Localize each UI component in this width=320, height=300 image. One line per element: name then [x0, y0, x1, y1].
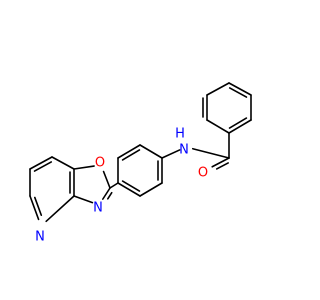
bond-oxazole-c2-o: [102, 170, 111, 189]
bond-phenyl-3-inner: [121, 180, 141, 192]
bond-carbonyl-o-double: [215, 162, 229, 170]
bond-phenyl-6: [139, 144, 163, 159]
bond-carbonyl-o: [211, 157, 230, 168]
bond-oxazole-c3a-n: [73, 195, 94, 204]
atom-label-layer: N H O O N N: [35, 127, 208, 245]
bond-phenyl-3: [117, 182, 141, 197]
bond-oxazole-n-c2-double: [106, 191, 113, 200]
bond-pyridine-2: [29, 156, 53, 170]
bond-pyridine-4-inner: [33, 196, 43, 217]
oxazole-oxygen-label: O: [95, 156, 105, 171]
carbonyl-oxygen-label: O: [198, 166, 208, 181]
bond-carbonyl-n: [191, 147, 230, 159]
bond-oxazole-n-c2: [102, 187, 111, 200]
bond-benzoyl-3: [228, 119, 252, 134]
oxazole-nitrogen-label: N: [93, 201, 103, 216]
bond-benzoyl-6: [206, 82, 230, 96]
bond-pyridine-5: [45, 195, 75, 223]
bond-pyridine-4: [29, 195, 40, 221]
bond-phenyl-oxazole: [109, 182, 119, 189]
bond-pyridine-1: [51, 156, 75, 170]
bond-phenyl-5: [117, 144, 141, 159]
amide-nitrogen-label: N: [179, 143, 189, 158]
bond-layer: [29, 82, 252, 223]
molecule-drawing: N H O O N N: [29, 82, 252, 245]
bond-benzoyl-1: [228, 82, 252, 96]
bond-pyridine-2-inner: [33, 161, 53, 172]
bond-benzoyl-1-inner: [228, 87, 248, 98]
bond-oxazole-o-c7a: [73, 165, 95, 170]
structure-canvas: N H O O N N: [29, 82, 252, 245]
amide-hydrogen-label: H: [175, 127, 185, 142]
bond-benzoyl-3-inner: [228, 117, 248, 129]
bond-benzoyl-4: [206, 119, 230, 134]
bond-n-phenyl: [161, 149, 181, 159]
bond-phenyl-2: [139, 182, 163, 197]
pyridine-nitrogen-label: N: [35, 230, 45, 245]
bond-phenyl-5-inner: [121, 149, 141, 161]
